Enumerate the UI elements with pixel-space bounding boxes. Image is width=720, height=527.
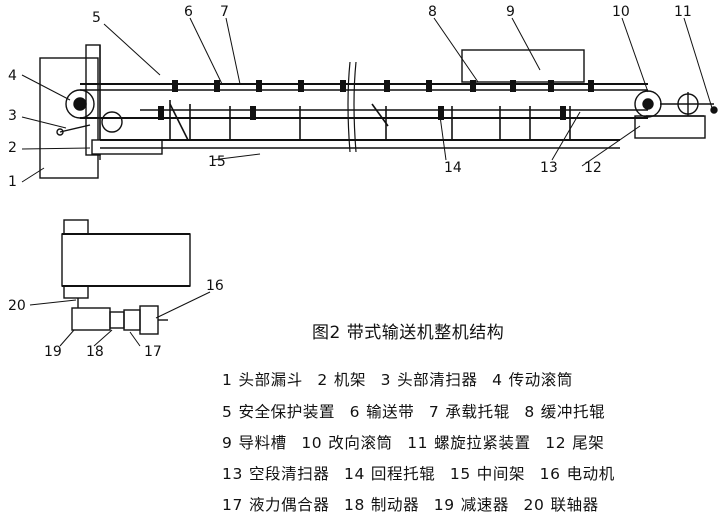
legend-label: 改向滚筒 — [328, 434, 393, 452]
callout-5: 5 — [92, 10, 101, 26]
legend-label: 回程托辊 — [370, 465, 436, 483]
reducer — [71, 307, 111, 331]
legend-num: 16 — [539, 465, 561, 483]
legend-label: 电动机 — [566, 465, 615, 483]
legend-num: 10 — [301, 434, 323, 452]
legend-num: 14 — [343, 465, 365, 483]
legend-label: 承载托辊 — [445, 403, 510, 421]
legend-label: 传动滚筒 — [508, 371, 573, 389]
legend-label: 尾架 — [572, 434, 605, 452]
legend-label: 安全保护装置 — [238, 403, 336, 421]
tail-frame — [634, 115, 706, 139]
legend-row-3: 9 导料槽 10 改向滚筒 11 螺旋拉紧装置 12 尾架 — [222, 431, 613, 453]
legend-num: 19 — [433, 496, 455, 514]
legend-num: 6 — [349, 403, 361, 421]
legend-label: 减速器 — [460, 496, 510, 514]
callout-18: 18 — [86, 344, 104, 360]
legend-num: 15 — [449, 465, 471, 483]
legend-num: 17 — [222, 496, 243, 514]
legend-label: 制动器 — [370, 496, 420, 514]
motor — [139, 305, 159, 335]
legend-num: 12 — [545, 434, 567, 452]
legend-num: 3 — [380, 371, 392, 389]
coupling — [123, 309, 141, 331]
callout-10: 10 — [612, 4, 630, 20]
legend-label: 联轴器 — [550, 496, 599, 514]
legend-num: 20 — [523, 496, 545, 514]
callout-14: 14 — [444, 160, 462, 176]
callout-17: 17 — [144, 344, 162, 360]
callout-1: 1 — [8, 174, 17, 190]
callout-16: 16 — [206, 278, 224, 294]
callout-12: 12 — [584, 160, 602, 176]
callout-13: 13 — [540, 160, 558, 176]
plan-view-frame — [61, 233, 191, 287]
callout-9: 9 — [506, 4, 515, 20]
callout-3: 3 — [8, 108, 17, 124]
legend-label: 头部漏斗 — [238, 371, 303, 389]
brake — [109, 311, 125, 329]
callout-4: 4 — [8, 68, 17, 84]
legend-num: 8 — [524, 403, 535, 421]
guide-chute — [461, 49, 585, 83]
legend-label: 头部清扫器 — [397, 371, 478, 389]
legend-label: 空段清扫器 — [248, 465, 330, 483]
callout-6: 6 — [184, 4, 193, 20]
legend-label: 导料槽 — [238, 434, 287, 452]
legend-num: 7 — [428, 403, 440, 421]
callout-8: 8 — [428, 4, 437, 20]
figure-caption: 图2 带式输送机整机结构 — [312, 323, 505, 343]
legend-label: 缓冲托辊 — [540, 403, 606, 421]
legend-label: 中间架 — [476, 465, 526, 483]
legend-row-5: 17 液力偶合器 18 制动器 19 减速器 20 联轴器 — [222, 493, 608, 515]
legend-label: 输送带 — [366, 403, 415, 421]
legend-row-1: 1 头部漏斗 2 机架 3 头部清扫器 4 传动滚筒 — [222, 368, 582, 390]
legend-num: 5 — [222, 403, 233, 421]
legend-num: 9 — [222, 434, 233, 452]
legend-num: 4 — [492, 371, 503, 389]
callout-2: 2 — [8, 140, 17, 156]
legend-label: 液力偶合器 — [248, 496, 330, 514]
callout-19: 19 — [44, 344, 62, 360]
legend-num: 2 — [317, 371, 328, 389]
carrying-idlers — [172, 80, 594, 92]
legend-row-4: 13 空段清扫器 14 回程托辊 15 中间架 16 电动机 — [222, 462, 624, 484]
legend-label: 机架 — [333, 371, 367, 389]
legend-num: 13 — [222, 465, 243, 483]
legend-num: 18 — [343, 496, 365, 514]
callout-11: 11 — [674, 4, 692, 20]
callout-15: 15 — [208, 154, 226, 170]
legend-num: 1 — [222, 371, 233, 389]
callout-20: 20 — [8, 298, 26, 314]
callout-7: 7 — [220, 4, 229, 20]
legend-label: 螺旋拉紧装置 — [434, 434, 531, 452]
legend-row-2: 5 安全保护装置 6 输送带 7 承载托辊 8 缓冲托辊 — [222, 400, 614, 422]
legend-num: 11 — [407, 434, 429, 452]
